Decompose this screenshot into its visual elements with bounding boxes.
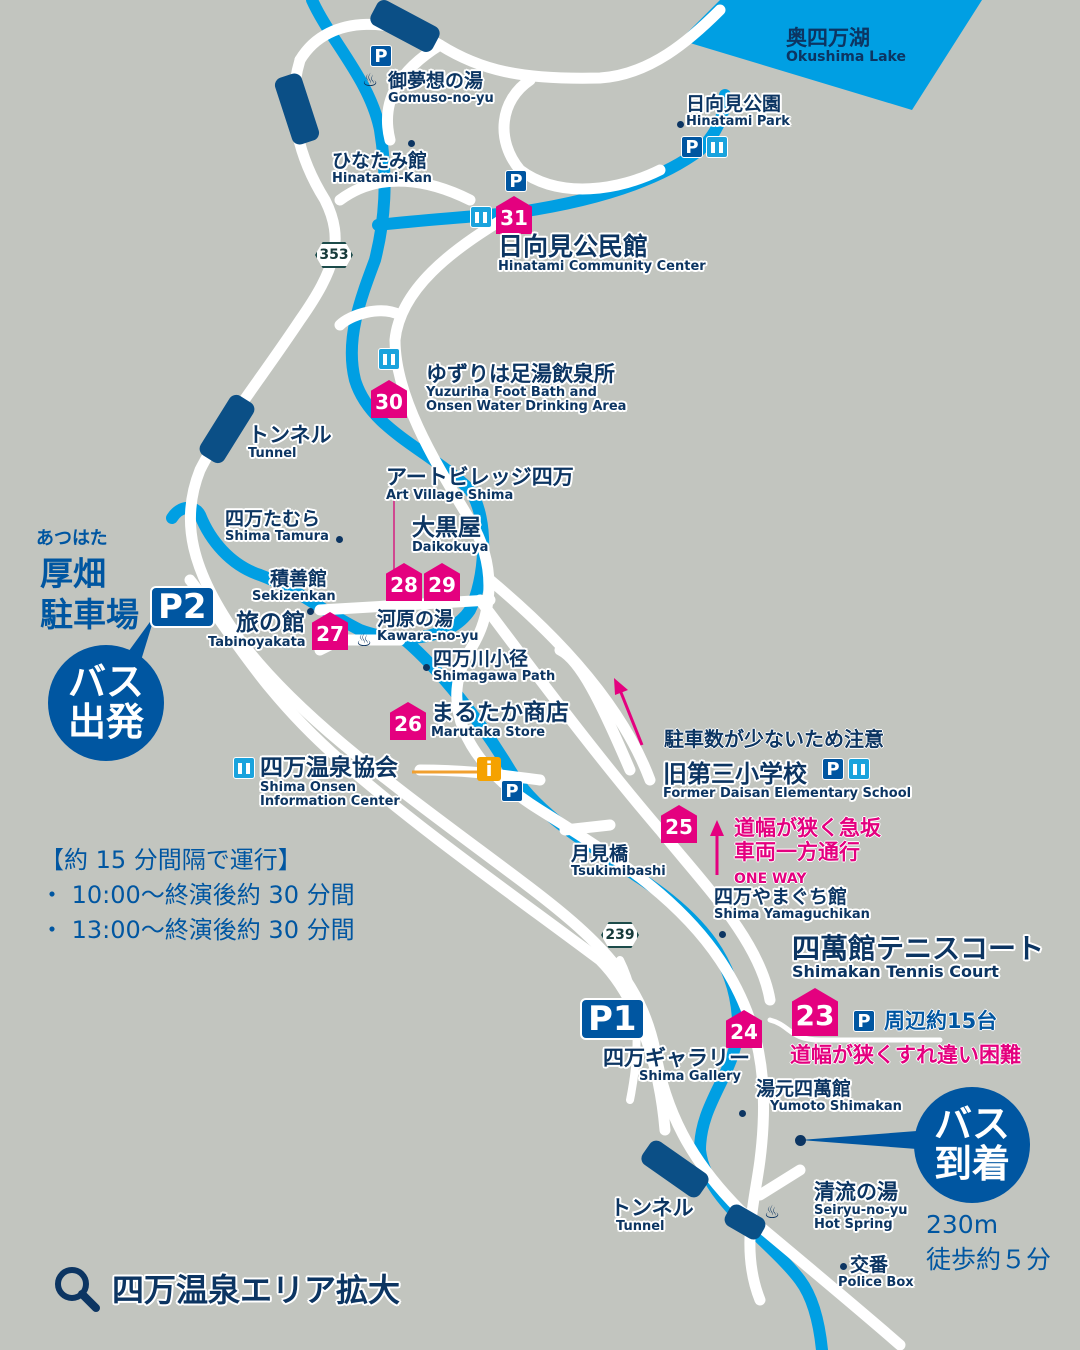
schedule-title: 【約 15 分間隔で運行】 bbox=[40, 846, 302, 874]
location-dot bbox=[719, 931, 726, 938]
restroom-icon bbox=[470, 206, 492, 228]
location-dot bbox=[677, 121, 684, 128]
route-353-shield: 353 bbox=[315, 242, 353, 268]
schedule-line-1: ・ 10:00～終演後約 30 分間 bbox=[40, 881, 355, 909]
arrival-callout-tail bbox=[800, 1130, 930, 1150]
p2-name-line2: 駐車場 bbox=[40, 595, 139, 634]
p1-parking-badge: P1 bbox=[580, 998, 645, 1040]
location-dot bbox=[307, 608, 314, 615]
venue-pin-26[interactable]: 26 bbox=[390, 702, 426, 740]
bus-arrival-badge: バス到着 bbox=[914, 1087, 1030, 1203]
p2-name-line1: 厚畑 bbox=[40, 554, 106, 593]
location-dot bbox=[423, 664, 430, 671]
restroom-icon bbox=[848, 758, 870, 780]
location-dot bbox=[840, 1263, 847, 1270]
parking-icon: P bbox=[853, 1010, 875, 1032]
walk-distance: 230m bbox=[926, 1210, 999, 1239]
parking-icon: P bbox=[822, 758, 844, 780]
tunnel-icon bbox=[199, 394, 255, 464]
parking-icon: P bbox=[501, 780, 523, 802]
footer-title: 四万温泉エリア拡大 bbox=[112, 1271, 401, 1309]
roads bbox=[184, 4, 943, 1350]
p2-parking-badge: P2 bbox=[150, 586, 215, 628]
tunnel-icon bbox=[274, 73, 320, 145]
venue-pin-30[interactable]: 30 bbox=[371, 380, 407, 418]
tunnel-icon bbox=[641, 1140, 709, 1198]
bus-departure-badge: バス出発 bbox=[48, 645, 164, 761]
search-icon bbox=[55, 1267, 100, 1312]
okushima-lake bbox=[680, 0, 982, 110]
restroom-icon bbox=[706, 136, 728, 158]
onsen-icon: ♨ bbox=[356, 630, 373, 651]
onsen-icon: ♨ bbox=[362, 70, 379, 91]
tunnel-icon bbox=[724, 1204, 766, 1240]
location-dot bbox=[408, 140, 415, 147]
parking-caution-text: 駐車数が少ないため注意 bbox=[664, 727, 884, 751]
route-239-shield: 239 bbox=[601, 922, 639, 948]
restroom-icon bbox=[233, 757, 255, 779]
parking-icon: P bbox=[505, 170, 527, 192]
location-dot bbox=[336, 536, 343, 543]
parking-icon: P bbox=[370, 45, 392, 67]
tennis-parking-note: 周辺約15台 bbox=[884, 1009, 998, 1033]
location-dot bbox=[739, 1110, 746, 1117]
onsen-icon: ♨ bbox=[764, 1202, 781, 1223]
walk-time: 徒歩約５分 bbox=[926, 1245, 1052, 1274]
one-way-arrows bbox=[614, 678, 724, 875]
bus-stop-dot bbox=[795, 1135, 806, 1146]
parking-icon: P bbox=[681, 136, 703, 158]
info-icon: i bbox=[477, 757, 501, 781]
tunnel-icon bbox=[370, 0, 440, 52]
narrow-road-warning: 道幅が狭くすれ違い困難 bbox=[790, 1043, 1021, 1067]
tunnels bbox=[199, 0, 766, 1240]
restroom-icon bbox=[378, 348, 400, 370]
p2-reading: あつはた bbox=[36, 528, 108, 549]
schedule-line-2: ・ 13:00～終演後約 30 分間 bbox=[40, 916, 355, 944]
